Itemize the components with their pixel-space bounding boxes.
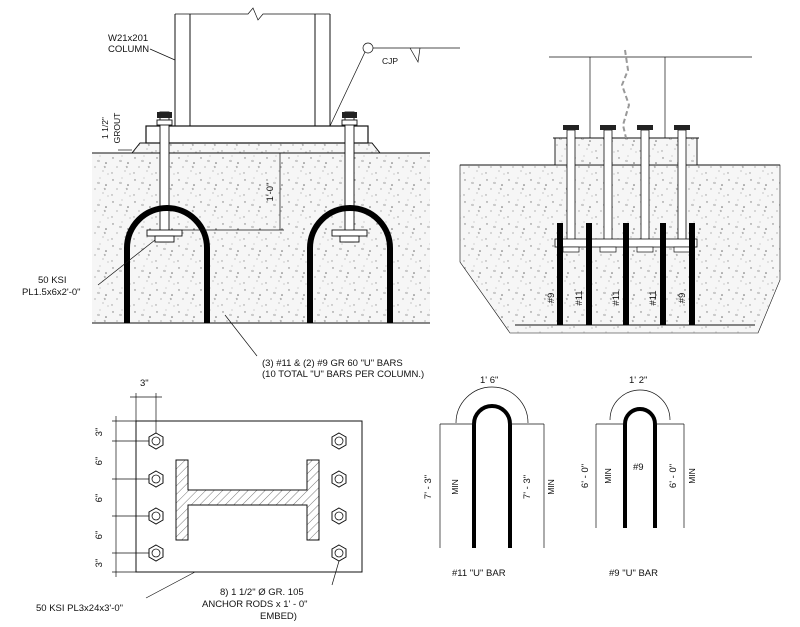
plan-side-dim-4: 6" [94, 531, 105, 540]
section-concrete [459, 164, 781, 334]
anchor-rod-right [331, 111, 368, 243]
bar9-center-label: #9 [633, 462, 644, 473]
plan-anchor-bolts [148, 432, 347, 562]
embed-dimension: 1'-0" [265, 183, 276, 202]
plate-label: 50 KSI [38, 275, 67, 286]
bar-9-detail: 1' 2" 6' - 0" MIN #9 6' - 0" MIN #9 "U" … [580, 375, 697, 579]
column-w21x201 [174, 7, 331, 126]
bar9-shape [623, 407, 657, 528]
plan-top-dim: 3" [140, 378, 149, 389]
bar9-caption: #9 "U" BAR [609, 568, 658, 579]
bar-11-detail: 1' 6" 7' - 3" MIN 7' - 3" MIN #11 "U" BA… [423, 375, 556, 579]
plan-side-dim-5: 3" [94, 559, 105, 568]
bar11-right-dim: 7' - 3" [522, 475, 533, 499]
bar11-right-min: MIN [546, 479, 556, 495]
plan-view: 3" 3" 6" 6" 6" 3" 50 KSI PL3x24x3'-0" 8)… [36, 378, 363, 622]
plan-side-dim-1: 3" [94, 428, 105, 437]
bar9-right-dim: 6' - 0" [668, 464, 679, 488]
bar11-left-min: MIN [450, 479, 460, 495]
section-bar-label-5: #9 [677, 293, 688, 304]
plan-rods-label-2: ANCHOR RODS x 1' - 0" [202, 599, 307, 610]
u-bar-right [307, 205, 393, 323]
bar9-left-min: MIN [603, 468, 613, 484]
grout-label: 1 1/2" [100, 117, 110, 139]
plan-side-dim-2: 6" [94, 457, 105, 466]
plan-rods-label-3: EMBED) [260, 611, 297, 622]
section-view: #9 #11 #11 #11 #9 [459, 49, 781, 334]
grout-pad [130, 142, 382, 154]
column-label-2: COLUMN [108, 44, 149, 55]
ubar-note-2: (10 TOTAL "U" BARS PER COLUMN.) [262, 369, 424, 380]
section-bars [557, 223, 695, 325]
grout-label-2: GROUT [112, 113, 122, 144]
bar9-right-min: MIN [687, 468, 697, 484]
anchor-rod-left [146, 111, 183, 243]
plan-side-dim-3: 6" [94, 494, 105, 503]
bar9-left-dim: 6' - 0" [580, 464, 591, 488]
section-grout [554, 137, 698, 166]
bar11-shape [472, 404, 512, 548]
bar11-width-dim: 1' 6" [480, 375, 498, 386]
concrete-pier [92, 153, 430, 323]
bar11-left-dim: 7' - 3" [423, 475, 434, 499]
section-bar-label-2: #11 [574, 290, 585, 305]
section-bar-label-4: #11 [648, 290, 659, 305]
section-bar-label-3: #11 [611, 290, 622, 305]
plan-column-section [175, 459, 320, 541]
bar9-width-dim: 1' 2" [629, 375, 647, 386]
plate-label-2: PL1.5x6x2'-0" [22, 287, 81, 298]
column-label: W21x201 [108, 33, 148, 44]
u-bar-left [124, 205, 210, 323]
plan-rods-label: 8) 1 1/2" Ø GR. 105 [220, 587, 304, 598]
bar11-caption: #11 "U" BAR [452, 568, 506, 579]
base-plate [145, 125, 369, 144]
cjp-label: CJP [382, 56, 398, 66]
elevation-view: 1'-0" W21x201 COLUMN 1 1/2" GROUT CJP 50… [22, 7, 460, 380]
section-bar-label-1: #9 [546, 293, 557, 304]
plan-plate-label: 50 KSI PL3x24x3'-0" [36, 603, 123, 614]
ubar-note: (3) #11 & (2) #9 GR 60 "U" BARS [262, 358, 403, 369]
